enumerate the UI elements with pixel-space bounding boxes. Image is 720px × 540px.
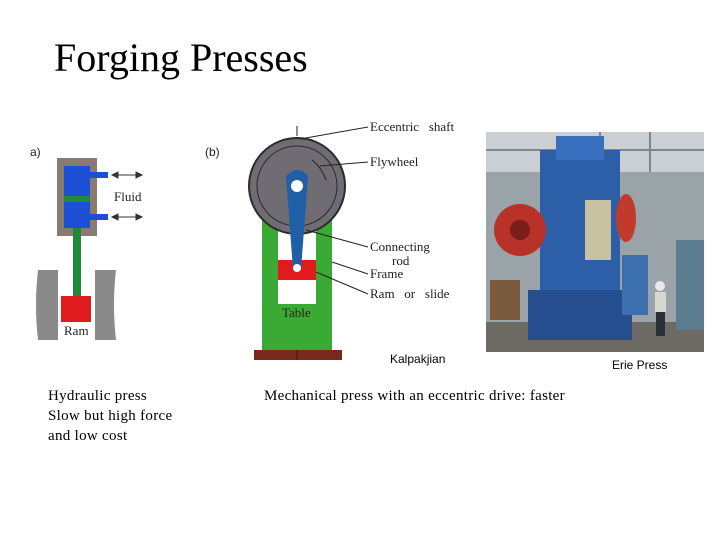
hydraulic-caption-line-3: and low cost	[48, 426, 172, 446]
mechanical-caption: Mechanical press with an eccentric drive…	[264, 386, 565, 406]
fluid-upper	[64, 166, 90, 196]
background-machine	[676, 240, 704, 330]
hydraulic-caption: Hydraulic press Slow but high force and …	[48, 386, 172, 446]
hydraulic-press-diagram: a) Fluid Ram	[30, 145, 142, 340]
piston	[64, 196, 90, 202]
hydraulic-caption-line-1: Hydraulic press	[48, 386, 172, 406]
piston-rod	[73, 228, 81, 296]
panel-label-a: a)	[30, 145, 41, 159]
flywheel-label: Flywheel	[370, 154, 419, 169]
flywheel-left-hub	[510, 220, 530, 240]
flywheel-right	[616, 194, 636, 242]
eccentric-shaft-label: Eccentric shaft	[370, 119, 454, 134]
ram-or-slide-label: Ram or slide	[370, 286, 450, 301]
press-bolster	[528, 290, 632, 340]
worker-helmet	[655, 281, 665, 291]
control-cabinet	[622, 255, 648, 315]
fluid-lower	[64, 202, 90, 228]
background-crate	[490, 280, 520, 320]
ram-label: Ram	[64, 323, 89, 338]
connecting-rod-label-1: Connecting	[370, 239, 430, 254]
fluid-pipe-top	[90, 172, 108, 178]
mechanical-press-diagram: (b) Table Eccentric shaft Flywheel	[205, 119, 454, 360]
kalpakjian-credit: Kalpakjian	[390, 352, 445, 366]
press-window	[585, 200, 611, 260]
die-left	[36, 270, 58, 340]
hydraulic-caption-line-2: Slow but high force	[48, 406, 172, 426]
rod-pin	[293, 264, 301, 272]
fluid-pipe-bottom	[90, 214, 108, 220]
eccentric-pin	[291, 180, 303, 192]
ram-block	[61, 296, 91, 322]
frame-label: Frame	[370, 266, 403, 281]
press-crown	[556, 136, 604, 160]
erie-press-photo	[486, 132, 704, 352]
press-base	[254, 350, 342, 360]
worker-legs	[656, 312, 665, 336]
fluid-label: Fluid	[114, 189, 142, 204]
worker-body	[655, 292, 666, 312]
panel-label-b: (b)	[205, 145, 220, 159]
table-label: Table	[282, 305, 311, 320]
erie-press-credit: Erie Press	[612, 358, 667, 372]
die-right	[95, 270, 116, 340]
